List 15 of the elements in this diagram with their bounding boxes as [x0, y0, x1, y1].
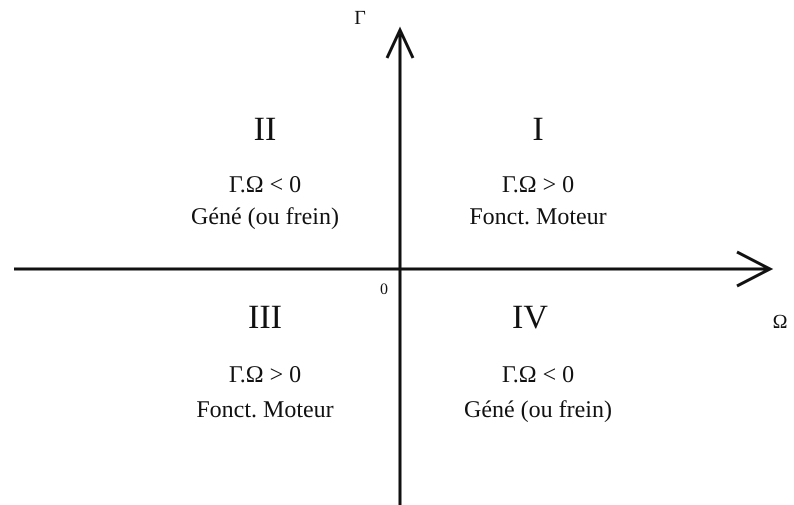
quadrant-description: Géné (ou frein) [191, 205, 339, 229]
origin-label: 0 [380, 282, 388, 298]
formula: Γ.Ω < 0 [502, 363, 574, 387]
formula: Γ.Ω < 0 [228, 173, 302, 197]
quadrant-number: IV [512, 301, 548, 335]
axis-label: Ω [772, 312, 788, 332]
quadrant-number: III [248, 301, 282, 335]
axis-label: Γ [354, 8, 366, 28]
quadrant-number: II [254, 113, 276, 147]
quadrant-description: Géné (ou frein) [464, 398, 612, 422]
quadrant-number: I [532, 113, 544, 147]
formula: Γ.Ω > 0 [502, 173, 574, 197]
quadrant-description: Fonct. Moteur [469, 205, 607, 229]
quadrant-description: Fonct. Moteur [196, 398, 334, 422]
formula: Γ.Ω > 0 [228, 363, 302, 387]
